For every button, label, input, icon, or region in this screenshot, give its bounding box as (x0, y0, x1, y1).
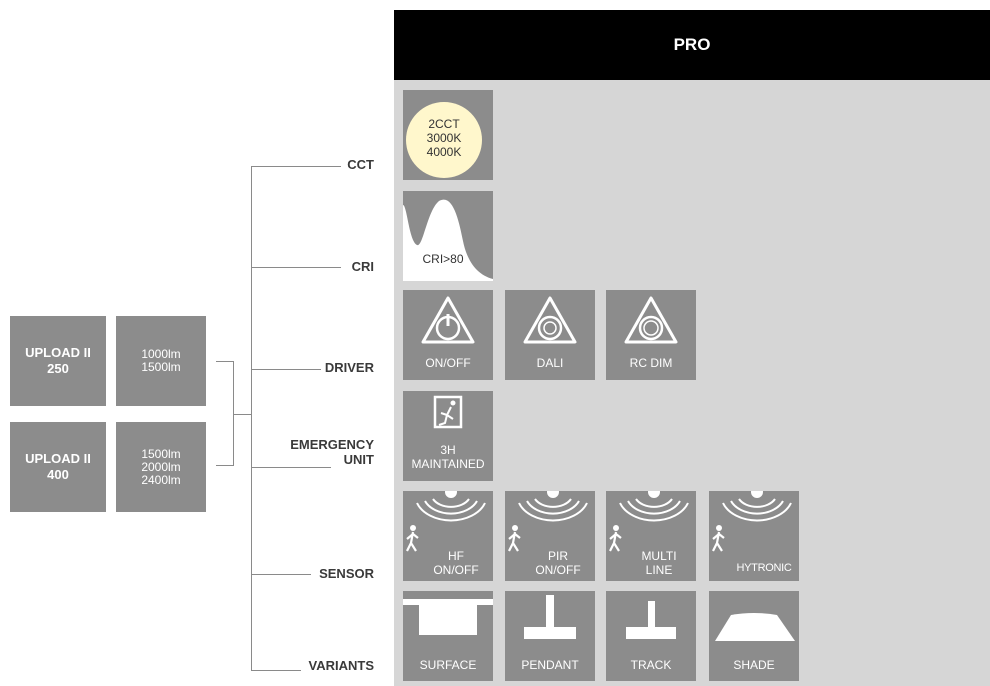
tile-label: ON/OFF (425, 356, 471, 370)
pro-options-panel (394, 80, 990, 686)
category-label-driver: DRIVER (324, 360, 374, 375)
lumen-values: 1000lm 1500lm (141, 347, 181, 374)
lumen-options-400: 1500lm 2000lm 2400lm (116, 422, 206, 512)
option-tile-2cct[interactable]: 2CCT 3000K 4000K (403, 90, 493, 180)
model-upload-ii-400[interactable]: UPLOAD II 400 (10, 422, 106, 512)
option-tile-variant-pendant[interactable]: PENDANT (505, 591, 595, 681)
tile-label: RC DIM (629, 356, 673, 370)
tile-label: PENDANT (521, 658, 579, 672)
option-tile-driver-dali[interactable]: DALI (505, 290, 595, 380)
option-tile-cri[interactable]: CRI>80 (403, 191, 493, 281)
dimmer-icon (523, 296, 577, 344)
remote-dimmer-icon (624, 296, 678, 344)
surface-mount-icon (403, 599, 493, 635)
option-tile-driver-rcdim[interactable]: RC DIM (606, 290, 696, 380)
lumen-options-250: 1000lm 1500lm (116, 316, 206, 406)
motion-sensor-icon (406, 491, 486, 552)
shade-icon (715, 613, 795, 641)
branch-line-sensor (251, 574, 311, 575)
emergency-exit-icon (433, 395, 463, 429)
option-tile-sensor-hytronic[interactable]: HYTRONIC (709, 491, 799, 581)
option-tile-sensor-multiline[interactable]: MULTI LINE (606, 491, 696, 581)
option-tile-variant-track[interactable]: TRACK (606, 591, 696, 681)
model-upload-ii-250[interactable]: UPLOAD II 250 (10, 316, 106, 406)
option-tile-emergency[interactable]: 3H MAINTAINED (403, 391, 493, 481)
tile-label: 2CCT 3000K 4000K (426, 117, 462, 159)
motion-sensor-icon (712, 491, 792, 552)
tile-label: HF ON/OFF (433, 549, 479, 577)
option-tile-driver-onoff[interactable]: ON/OFF (403, 290, 493, 380)
connector-line (233, 414, 251, 415)
category-label-cct: CCT (347, 157, 374, 172)
pro-title: PRO (673, 35, 711, 54)
tile-label: HYTRONIC (736, 562, 792, 574)
branch-line-emergency (251, 467, 331, 468)
tile-label: CRI>80 (422, 252, 464, 266)
tile-label: MULTI LINE (641, 549, 677, 577)
motion-sensor-icon (508, 491, 588, 552)
branch-line-driver (251, 369, 321, 370)
category-label-cri: CRI (351, 259, 374, 274)
option-tile-sensor-hf[interactable]: HF ON/OFF (403, 491, 493, 581)
branch-line-cct (251, 166, 341, 167)
tile-label: TRACK (630, 658, 672, 672)
motion-sensor-icon (609, 491, 689, 552)
category-label-variants: VARIANTS (308, 658, 374, 673)
branch-line-variants (251, 670, 301, 671)
model-name: UPLOAD II 400 (25, 451, 91, 482)
tile-label: DALI (536, 356, 564, 370)
tile-label: SHADE (733, 658, 775, 672)
trunk-line (251, 166, 252, 671)
power-icon (421, 296, 475, 344)
tile-label: 3H MAINTAINED (411, 443, 485, 471)
option-tile-variant-surface[interactable]: SURFACE (403, 591, 493, 681)
lumen-values: 1500lm 2000lm 2400lm (141, 446, 181, 487)
category-label-sensor: SENSOR (319, 566, 374, 581)
pro-header: PRO (394, 10, 990, 80)
connector-line (216, 361, 234, 362)
spectrum-icon (403, 199, 493, 281)
tile-label: SURFACE (419, 658, 477, 672)
tile-label: PIR ON/OFF (535, 549, 581, 577)
option-tile-variant-shade[interactable]: SHADE (709, 591, 799, 681)
model-name: UPLOAD II 250 (25, 345, 91, 376)
pendant-icon (524, 595, 576, 639)
cct-circle-icon (406, 102, 482, 178)
track-icon (626, 601, 676, 639)
option-tile-sensor-pir[interactable]: PIR ON/OFF (505, 491, 595, 581)
category-label-emergency: EMERGENCY UNIT (290, 437, 374, 467)
branch-line-cri (251, 267, 341, 268)
connector-line (233, 361, 234, 466)
connector-line (216, 465, 234, 466)
